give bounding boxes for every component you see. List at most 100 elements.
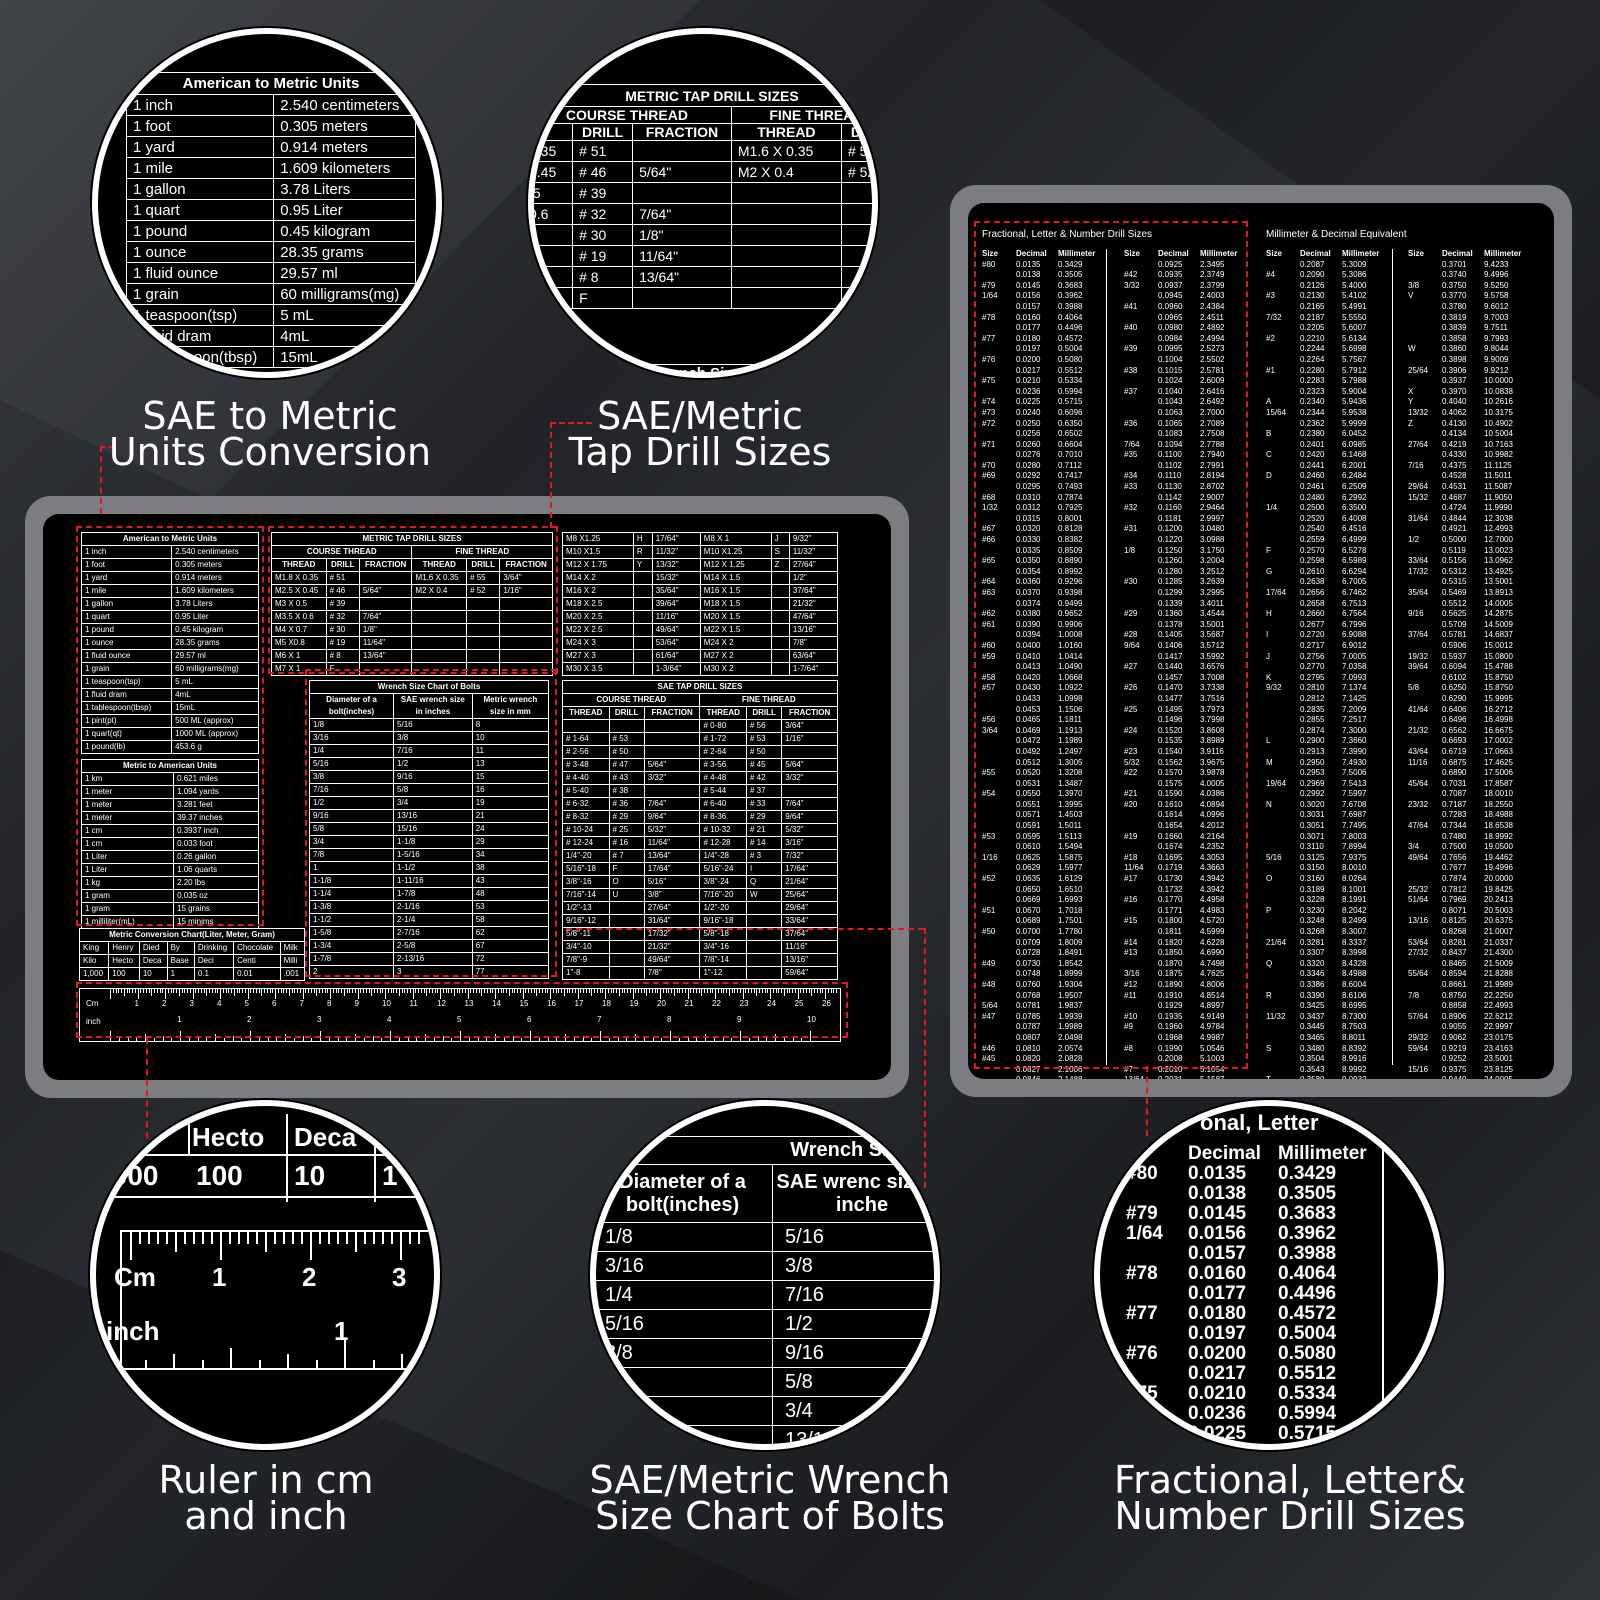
zoom-units-row-cell: 2.540 centimeters [273, 94, 416, 116]
drill-cell: S [1266, 1043, 1272, 1053]
drill-cell: 0.7493 [1058, 482, 1083, 492]
drill-cell: 0.1260 [1158, 556, 1183, 566]
drill-cell: 1.0008 [1058, 630, 1083, 640]
ruler-tick [299, 989, 301, 993]
drill-cell: #69 [982, 471, 996, 481]
drill-cell: A [1266, 397, 1272, 407]
drill-cell: 8.9916 [1342, 1054, 1367, 1064]
caption-wrench: SAE/Metric Wrench Size Chart of Bolts [540, 1461, 1000, 1538]
metric-tap-large-row-cell: M24 X 3 [562, 636, 634, 650]
drill-cell: #65 [982, 556, 996, 566]
zoom-ruler-tick [265, 1232, 267, 1252]
drill-cell: 4.2164 [1200, 831, 1225, 841]
zoom-ruler-cm-number: 3 [392, 1262, 407, 1292]
ruler-tick [431, 989, 433, 993]
drill-cell: 1.8491 [1058, 948, 1083, 958]
drill-cell: 21.0007 [1484, 927, 1513, 936]
drill-cell: 0.0787 [1016, 1022, 1041, 1032]
zoom-tap-row-cell [730, 203, 842, 225]
drill-cell: #35 [1124, 450, 1138, 460]
sae-tap-row-cell: # 4-40 [562, 771, 610, 785]
drill-cell: 0.1040 [1158, 386, 1183, 396]
drill-cell: 7.3660 [1342, 736, 1367, 746]
drill-cell: #41 [1124, 301, 1138, 311]
drill-cell [1266, 440, 1300, 451]
sae-tap-row-cell: 1/4"-28 [699, 849, 747, 863]
ruler-tick [789, 989, 791, 993]
metric-tap-large-row-cell [770, 623, 790, 637]
ruler-inch-number: 3 [317, 1015, 322, 1024]
drill-cell [1266, 789, 1300, 800]
drill-cell: 0.2559 [1300, 535, 1325, 545]
sae-tap-row-cell: # 7 [608, 849, 645, 863]
drill-cell: 0.1590 [1158, 789, 1183, 799]
drill-cell: #31 [1124, 524, 1138, 534]
ruler-cm-number: 4 [217, 999, 222, 1008]
drill-cell: 0.0250 [1016, 418, 1041, 428]
drill-cell [1408, 906, 1442, 917]
drill-cell: 3.9675 [1200, 757, 1225, 767]
drill-cell: 18.0010 [1484, 789, 1513, 799]
drill-cell: 7.5006 [1342, 768, 1367, 778]
drill-cell: 0.3543 [1300, 1064, 1325, 1074]
sae-tap-row-cell [608, 901, 645, 915]
drill-cell: 1.8009 [1058, 937, 1083, 947]
drill-cell: 0.3858 [1442, 333, 1467, 343]
drill-row: 13/640.20315.1587 [1124, 1075, 1244, 1079]
sae-tap-row-cell: # 8-32 [562, 810, 610, 824]
ruler-tick [654, 989, 656, 993]
drill-cell: 8.0010 [1342, 863, 1367, 873]
drill-cell: #8 [1124, 1043, 1133, 1053]
drill-cell: #16 [1124, 895, 1138, 905]
ruler-tick [123, 989, 125, 996]
drill-cell: 1.3970 [1058, 789, 1083, 799]
sae-tap-row-cell: # 16 [608, 836, 645, 850]
drill-cell: 0.1800 [1158, 916, 1183, 926]
drill-cell: 23.0175 [1484, 1032, 1513, 1042]
ruler-tick [550, 989, 551, 999]
zoom-wrench-row-cell [596, 1396, 773, 1426]
ruler-tick [247, 989, 249, 999]
ruler-tick [626, 1038, 628, 1041]
drill-cell: 10.2616 [1484, 397, 1513, 407]
metric-tap-large-row-cell: 27/64" [788, 558, 839, 572]
drill-cell: C [1266, 450, 1272, 460]
caption-drill-line1: Fractional, Letter& [1113, 1458, 1466, 1502]
drill-cell: 0.0670 [1016, 905, 1041, 915]
drill-cell: 0.3970 [1442, 386, 1467, 396]
drill-cell: 13.0023 [1484, 545, 1513, 555]
drill-cell: 0.2900 [1300, 736, 1325, 746]
wrench-highlight [305, 669, 557, 977]
ruler-tick [726, 989, 727, 993]
caption-wrench-line2: Size Chart of Bolts [595, 1494, 945, 1538]
drill-cell: 0.9906 [1058, 619, 1083, 629]
metric-tap-large-row-cell: M10 X1.5 [562, 545, 634, 559]
metric-tap-large-row-cell: M27 X 3 [562, 649, 634, 663]
ruler-tick [178, 989, 180, 996]
ruler-tick [338, 989, 340, 993]
ruler-tick [616, 989, 617, 993]
drill-cell [1408, 355, 1442, 366]
drill-cell: 4.9987 [1200, 1032, 1225, 1042]
zoom-units-row-cell: 1 fluid dram [125, 325, 275, 347]
zoom-drill-cell: 0.3505 [1278, 1183, 1337, 1204]
drill-cell: 0.2756 [1300, 651, 1325, 661]
ruler-tick [371, 989, 373, 996]
drill-row: 0.08462.1488 [982, 1075, 1102, 1079]
metric-conv-cell: Deci [193, 954, 235, 968]
